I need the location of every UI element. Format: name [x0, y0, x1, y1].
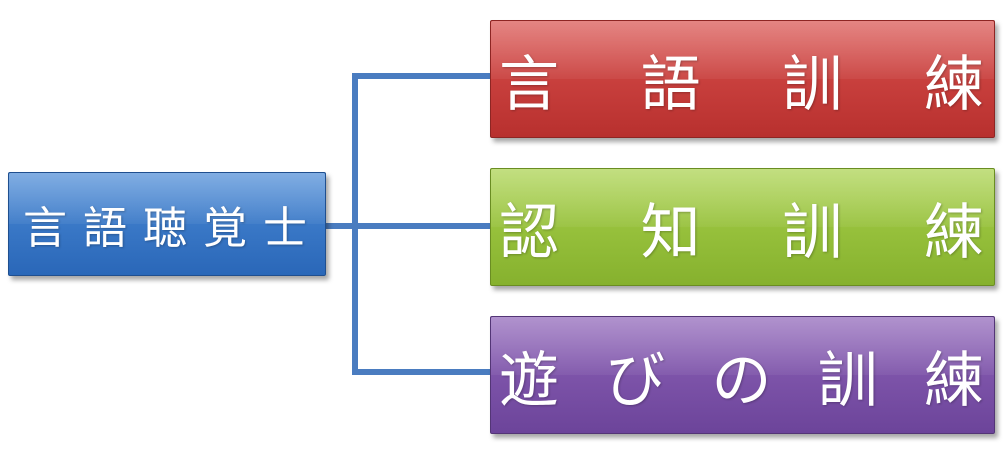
child-node-char: 語 — [640, 49, 701, 120]
child-node-char: 訓 — [782, 197, 843, 268]
child-node-char: 練 — [924, 345, 984, 416]
child-node-char: 訓 — [817, 345, 878, 416]
root-node-char: 聴 — [143, 203, 187, 254]
child-node-char: 知 — [640, 197, 701, 268]
root-node-label: 言 語 聴 覚 士 — [9, 192, 325, 256]
child-node-char: の — [711, 345, 772, 416]
child-node-char: 遊 — [499, 345, 559, 416]
child-node-char: 訓 — [782, 49, 843, 120]
child-node-char: び — [605, 345, 666, 416]
child-node-play-training: 遊 び の 訓 練 — [490, 316, 995, 434]
child-node-char: 認 — [499, 197, 559, 268]
root-node: 言 語 聴 覚 士 — [8, 172, 326, 276]
child-node-char: 言 — [499, 49, 559, 120]
child-node-label: 遊 び の 訓 練 — [491, 332, 994, 419]
child-node-language-training: 言 語 訓 練 — [490, 20, 995, 138]
root-node-char: 言 — [23, 203, 67, 254]
child-node-char: 練 — [923, 49, 984, 120]
root-node-char: 覚 — [203, 203, 247, 254]
root-node-char: 語 — [83, 203, 127, 254]
child-node-label: 言 語 訓 練 — [491, 36, 994, 123]
child-node-char: 練 — [923, 197, 984, 268]
child-node-cognitive-training: 認 知 訓 練 — [490, 168, 995, 286]
child-node-label: 認 知 訓 練 — [491, 184, 994, 271]
root-node-char: 士 — [263, 203, 307, 254]
